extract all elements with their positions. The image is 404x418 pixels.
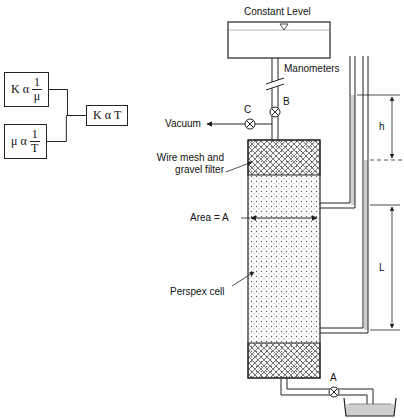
relation-box: K α T [86,105,128,126]
fraction-numerator: 1 [32,76,42,90]
part-label: Area = A [190,212,229,224]
part-label: Perspex cell [170,286,224,298]
manometer-tubes [320,56,368,333]
fraction-denominator: T [31,142,38,155]
relation-text: K α T [93,109,121,122]
vacuum-line [207,119,272,129]
part-label: A [330,372,337,384]
outlet-pipe [281,378,373,406]
perspex-cell [248,140,320,378]
part-label: Constant Level [244,6,311,18]
part-label: Vacuum [165,118,201,130]
constant-level-tank [228,22,330,58]
valve-symbol [270,107,280,117]
supply-pipe [266,58,284,140]
relation-text: K α [11,83,29,96]
bracket-connector [49,90,86,116]
fraction: 1T [30,128,40,155]
fraction-numerator: 1 [30,128,40,142]
part-label: B [283,96,290,108]
relation-text: μ α [11,135,27,148]
part-label: Wire mesh and gravel filter [150,152,224,176]
part-label: Manometers [284,63,340,75]
bracket-connector [47,116,86,142]
beaker [344,398,396,416]
dimension-lines [357,95,403,330]
part-label: h [379,121,385,133]
relation-box: μ α1T [4,124,47,159]
part-label: C [244,104,251,116]
part-label: L [379,262,385,274]
fraction: 1μ [32,76,42,103]
leader-line [226,162,254,286]
fraction-denominator: μ [34,90,40,103]
relation-box: K α1μ [4,72,49,107]
